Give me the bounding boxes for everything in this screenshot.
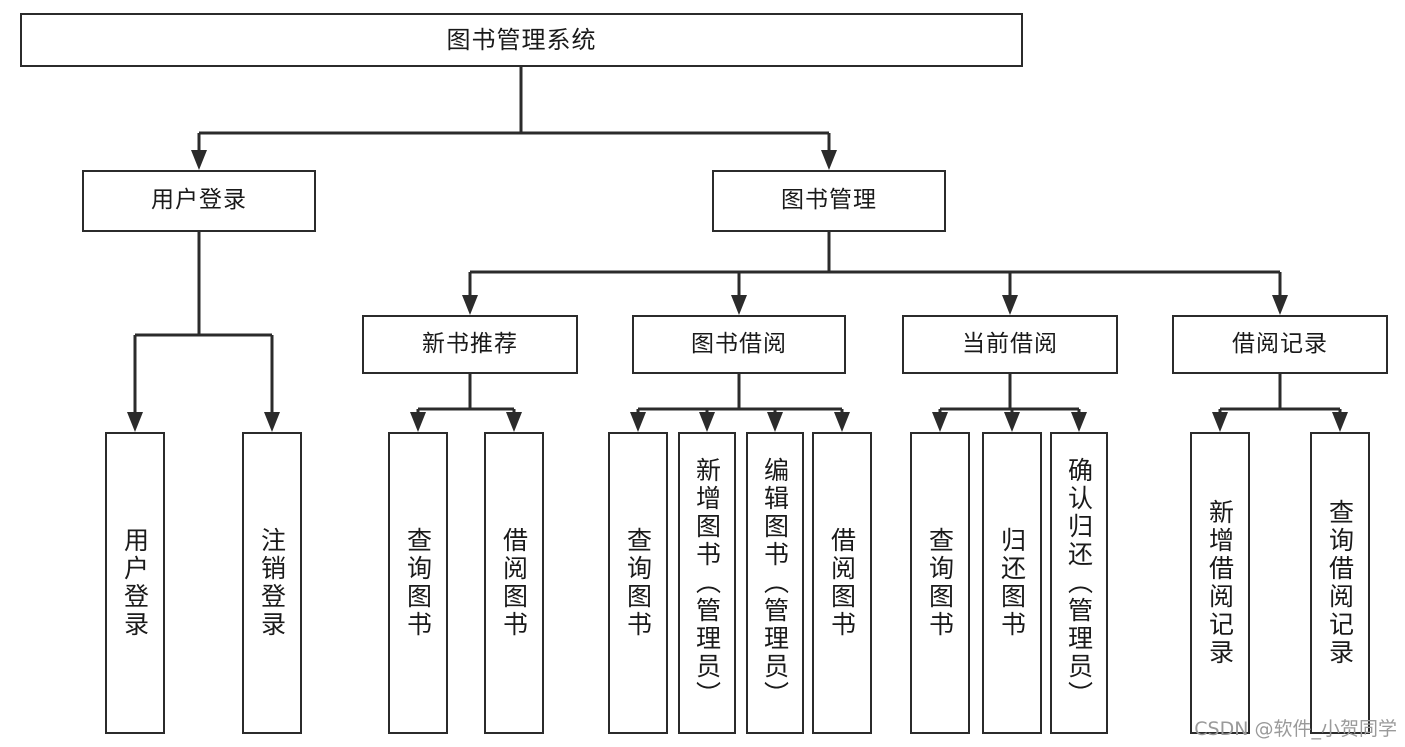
node-label-l_query2: 查询图书 (623, 527, 653, 639)
node-label-l_query3: 查询图书 (925, 527, 955, 639)
node-l_queryrecord[interactable]: 查询借阅记录 (1310, 432, 1370, 734)
node-label-l_query1: 查询图书 (403, 527, 433, 639)
arrowhead-a-confirm (1071, 412, 1087, 432)
arrowhead-a-userlogin (127, 412, 143, 432)
node-label-n_newbook: 新书推荐 (422, 330, 518, 357)
arrowhead-a-borrow1 (506, 412, 522, 432)
node-label-n_bookmgmt: 图书管理 (781, 187, 877, 214)
node-l_addrecord[interactable]: 新增借阅记录 (1190, 432, 1250, 734)
arrowhead-a-editbook (767, 412, 783, 432)
arrowhead-a-current (1002, 295, 1018, 315)
node-n_newbook[interactable]: 新书推荐 (362, 315, 578, 374)
node-root[interactable]: 图书管理系统 (20, 13, 1023, 67)
node-n_borrow[interactable]: 图书借阅 (632, 315, 846, 374)
node-label-l_borrow1: 借阅图书 (499, 527, 529, 639)
node-l_query3[interactable]: 查询图书 (910, 432, 970, 734)
watermark: CSDN @软件_小贺同学 (1194, 718, 1397, 740)
arrowhead-a-newbook (462, 295, 478, 315)
node-l_editbook[interactable]: 编辑图书（管理员） (746, 432, 804, 734)
node-l_return[interactable]: 归还图书 (982, 432, 1042, 734)
node-l_query1[interactable]: 查询图书 (388, 432, 448, 734)
node-l_confirm[interactable]: 确认归还（管理员） (1050, 432, 1108, 734)
node-label-n_borrow: 图书借阅 (691, 330, 787, 357)
arrowhead-a-login (191, 150, 207, 170)
node-label-n_record: 借阅记录 (1232, 330, 1328, 357)
arrowhead-a-logout (264, 412, 280, 432)
arrowhead-a-bookmgmt (821, 150, 837, 170)
arrowhead-a-addbook (699, 412, 715, 432)
node-label-root: 图书管理系统 (446, 25, 597, 54)
node-label-l_editbook: 编辑图书（管理员） (760, 457, 790, 709)
node-l_query2[interactable]: 查询图书 (608, 432, 668, 734)
node-label-l_addbook: 新增图书（管理员） (692, 457, 722, 709)
arrowhead-a-query1 (410, 412, 426, 432)
node-label-l_confirm: 确认归还（管理员） (1064, 457, 1094, 709)
node-n_record[interactable]: 借阅记录 (1172, 315, 1388, 374)
node-label-l_userlogin: 用户登录 (120, 527, 150, 639)
arrowhead-a-addrecord (1212, 412, 1228, 432)
node-label-l_queryrecord: 查询借阅记录 (1325, 499, 1355, 667)
node-label-n_current: 当前借阅 (962, 330, 1058, 357)
arrowhead-a-queryrecord (1332, 412, 1348, 432)
node-n_current[interactable]: 当前借阅 (902, 315, 1118, 374)
node-label-l_borrow2: 借阅图书 (827, 527, 857, 639)
node-n_bookmgmt[interactable]: 图书管理 (712, 170, 946, 232)
node-l_userlogin[interactable]: 用户登录 (105, 432, 165, 734)
arrowhead-a-return (1004, 412, 1020, 432)
node-l_addbook[interactable]: 新增图书（管理员） (678, 432, 736, 734)
node-label-n_login: 用户登录 (151, 187, 247, 214)
arrowhead-a-query3 (932, 412, 948, 432)
node-l_borrow2[interactable]: 借阅图书 (812, 432, 872, 734)
arrowhead-a-record (1272, 295, 1288, 315)
node-label-l_addrecord: 新增借阅记录 (1205, 499, 1235, 667)
arrowhead-a-borrow2 (834, 412, 850, 432)
arrowhead-a-query2 (630, 412, 646, 432)
node-l_borrow1[interactable]: 借阅图书 (484, 432, 544, 734)
arrowhead-a-borrow (731, 295, 747, 315)
node-n_login[interactable]: 用户登录 (82, 170, 316, 232)
node-label-l_logout: 注销登录 (257, 527, 287, 639)
node-label-l_return: 归还图书 (997, 527, 1027, 639)
node-l_logout[interactable]: 注销登录 (242, 432, 302, 734)
